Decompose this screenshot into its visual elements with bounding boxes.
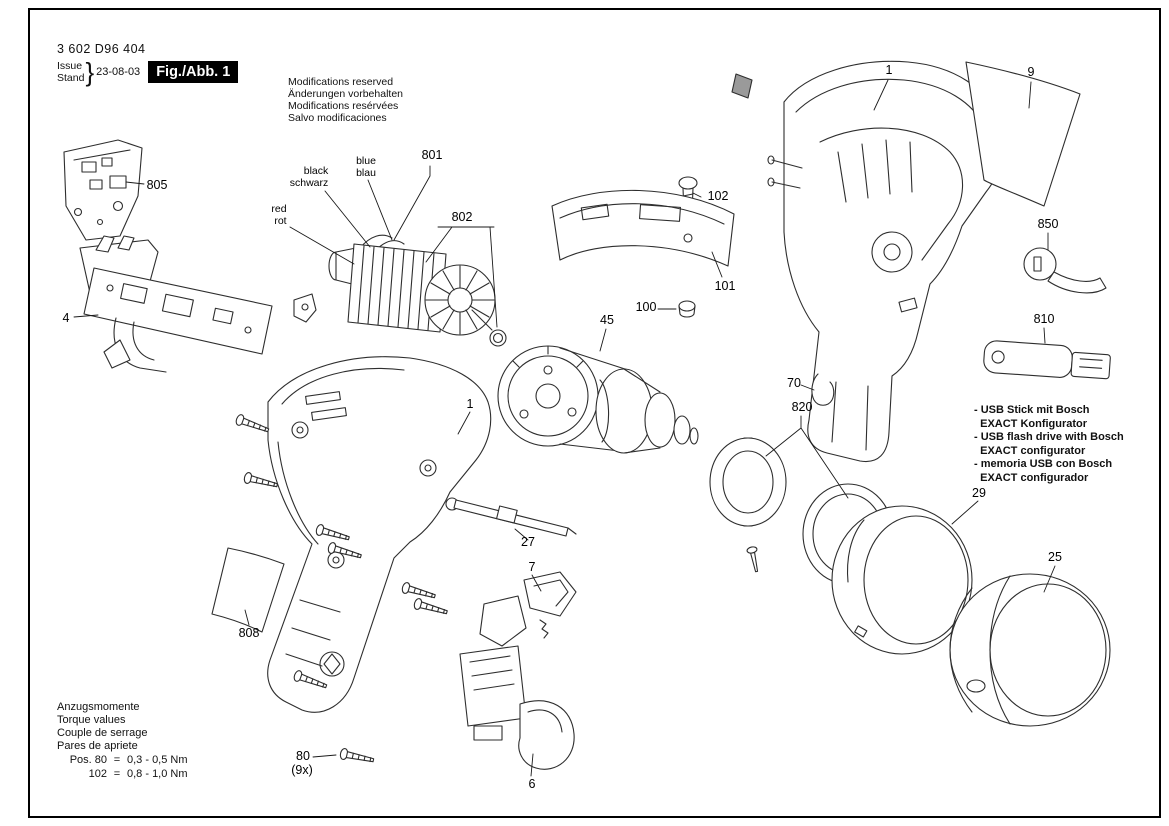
- part-label-80: 80: [296, 749, 310, 763]
- part-label-4: 4: [62, 311, 70, 325]
- part-motor-armature-801: [328, 234, 507, 347]
- part-trigger-switch-6: [459, 645, 575, 770]
- part-label-25: 25: [1048, 550, 1062, 564]
- issue-label: Issue: [57, 60, 83, 72]
- part-cap-100: [678, 300, 696, 318]
- part-label-100: 100: [635, 300, 657, 314]
- part-adjustment-tool-850: [1023, 247, 1107, 294]
- part-sticker-808: [211, 547, 285, 633]
- part-brush-holder: [293, 293, 317, 323]
- issue-stand-labels: Issue Stand: [57, 60, 84, 84]
- figure-caption: Fig./Abb. 1: [148, 61, 239, 83]
- issue-date: 23-08-03: [96, 66, 141, 78]
- torque-value-102: 0,8 - 1,0 Nm: [127, 768, 188, 780]
- part-usb-stick-810: [983, 340, 1111, 380]
- part-label-820: 820: [791, 400, 813, 414]
- part-bracket-7: [479, 571, 577, 647]
- modifications-note: Modifications reserved Änderungen vorbeh…: [288, 76, 404, 124]
- part-label-29: 29: [972, 486, 986, 500]
- torque-eq-102: =: [113, 768, 121, 780]
- part-wire-clip-70: [811, 373, 835, 406]
- part-label-27: 27: [521, 535, 535, 549]
- part-housing-left-1: [267, 356, 492, 713]
- stand-label: Stand: [57, 72, 85, 84]
- part-label-801: 801: [421, 148, 443, 162]
- part-label-102: 102: [707, 189, 729, 203]
- part-label-808: 808: [238, 626, 260, 640]
- issue-brace: }: [85, 57, 95, 87]
- part-sleeve-25: [949, 573, 1111, 727]
- torque-value-80: 0,3 - 0,5 Nm: [127, 754, 188, 766]
- part-label-1-right: 1: [885, 63, 893, 77]
- part-label-802: 802: [451, 210, 473, 224]
- wire-label-black: black schwarz: [289, 165, 329, 189]
- torque-heading: Anzugsmomente Torque values Couple de se…: [57, 701, 148, 752]
- torque-row-102: 102 = 0,8 - 1,0 Nm: [57, 768, 188, 781]
- part-label-101: 101: [714, 279, 736, 293]
- part-cover-plate-101: [551, 189, 735, 267]
- wire-label-red: red rot: [271, 203, 287, 227]
- part-circuit-board-805: [63, 139, 143, 241]
- part-label-810: 810: [1033, 312, 1055, 326]
- part-screws-80: [235, 414, 448, 763]
- wire-label-blue: blue blau: [356, 155, 376, 179]
- issue-block: Issue Stand } 23-08-03 Fig./Abb. 1: [57, 57, 239, 87]
- part-housing-right-1: [767, 60, 1005, 463]
- part-label-1-left: 1: [466, 397, 474, 411]
- torque-block: Anzugsmomente Torque values Couple de se…: [57, 701, 188, 781]
- part-label-6: 6: [528, 777, 536, 791]
- part-label-80-qty: (9x): [291, 763, 313, 777]
- part-lever-27: [445, 497, 577, 537]
- part-gearbox-45: [497, 345, 699, 454]
- part-label-7: 7: [528, 560, 536, 574]
- part-sleeve-29: [831, 505, 973, 655]
- torque-pos-80: Pos. 80: [69, 754, 107, 766]
- part-small-bracket: [731, 73, 753, 99]
- document-part-number: 3 602 D96 404: [57, 42, 146, 56]
- torque-pos-102: 102: [88, 768, 107, 780]
- part-label-850: 850: [1037, 217, 1059, 231]
- part-label-45: 45: [600, 313, 614, 327]
- part-label-9: 9: [1027, 65, 1035, 79]
- leader-lines: [73, 79, 1056, 777]
- part-label-70: 70: [787, 376, 801, 390]
- part-label-sticker-9: [965, 61, 1081, 207]
- part-label-805: 805: [146, 178, 168, 192]
- usb-note: - USB Stick mit Bosch EXACT Konfigurator…: [974, 404, 1124, 484]
- torque-eq-80: =: [113, 754, 121, 766]
- part-electronics-module-4: [79, 235, 273, 373]
- torque-row-80: Pos. 80 = 0,3 - 0,5 Nm: [57, 754, 188, 767]
